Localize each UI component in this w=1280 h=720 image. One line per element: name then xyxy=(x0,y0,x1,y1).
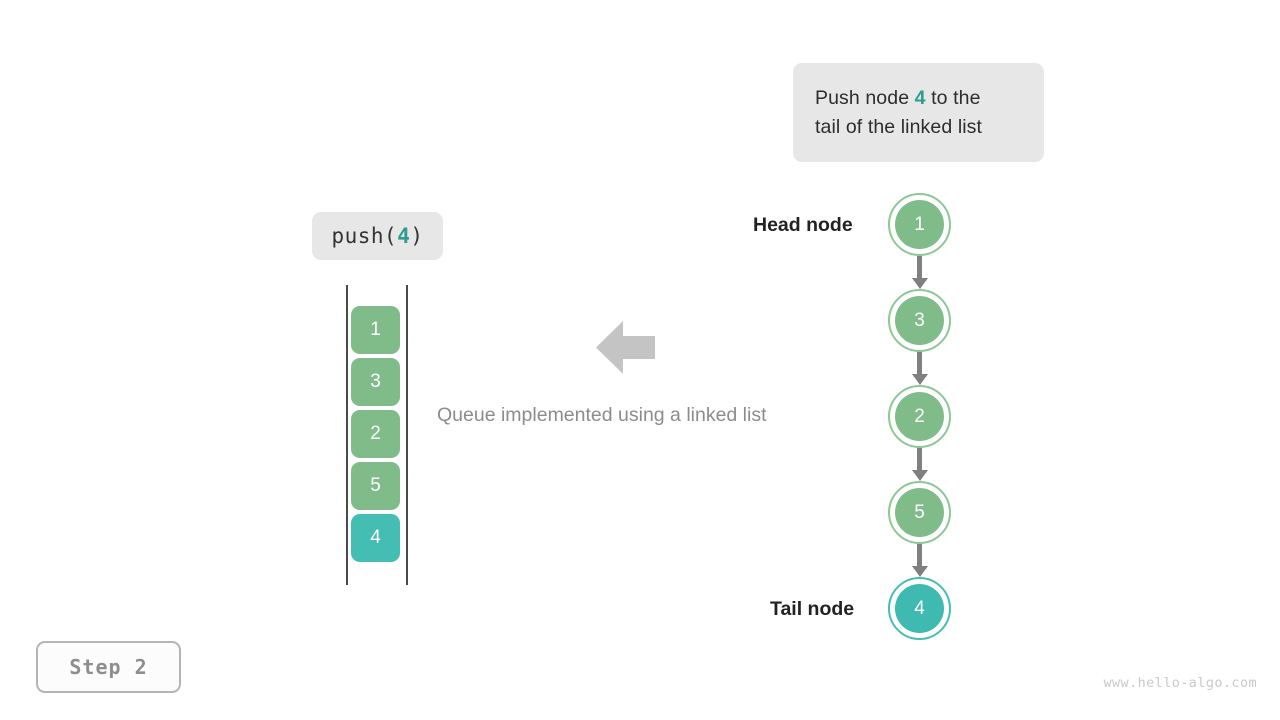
queue-cell-value: 3 xyxy=(370,371,381,392)
queue-cell-value: 5 xyxy=(370,475,381,496)
node-ring xyxy=(888,385,951,448)
node-link-arrowhead xyxy=(911,278,928,289)
operation-label: push(4) xyxy=(312,212,443,260)
node-disc xyxy=(895,296,944,345)
node-disc xyxy=(895,392,944,441)
node-ring xyxy=(888,193,951,256)
queue-cell-value: 1 xyxy=(370,319,381,340)
queue-cell: 5 xyxy=(351,462,400,510)
step-badge-text: Step 2 xyxy=(69,655,148,679)
operation-suffix: ) xyxy=(410,224,424,248)
queue-rail-left xyxy=(346,285,348,585)
callout-text: Push node 4 to the tail of the linked li… xyxy=(815,84,982,142)
operation-text: push(4) xyxy=(331,224,423,248)
node-link-line xyxy=(917,544,922,566)
queue-stack: 1 3 2 5 4 xyxy=(351,306,400,566)
diagram-caption: Queue implemented using a linked list xyxy=(437,404,767,426)
node-ring xyxy=(888,481,951,544)
linked-list-node: 1 xyxy=(888,193,951,256)
node-value: 1 xyxy=(914,213,925,235)
node-link-line xyxy=(917,448,922,470)
head-node-label: Head node xyxy=(753,214,853,236)
node-value: 4 xyxy=(914,597,925,619)
node-link-arrowhead xyxy=(911,566,928,577)
callout-value: 4 xyxy=(914,86,926,109)
queue-cell-highlighted: 4 xyxy=(351,514,400,562)
node-link-arrowhead xyxy=(911,374,928,385)
node-value: 2 xyxy=(914,405,925,427)
callout-line1-before: Push node xyxy=(815,86,915,109)
queue-cell: 1 xyxy=(351,306,400,354)
node-link-line xyxy=(917,352,922,374)
queue-rail-right xyxy=(406,285,408,585)
node-value: 5 xyxy=(914,501,925,523)
linked-list-node: 5 xyxy=(888,481,951,544)
watermark: www.hello-algo.com xyxy=(1103,675,1257,691)
step-badge: Step 2 xyxy=(36,641,181,693)
node-ring xyxy=(888,289,951,352)
tail-node-label: Tail node xyxy=(770,598,855,620)
callout-box: Push node 4 to the tail of the linked li… xyxy=(793,63,1044,162)
node-value: 3 xyxy=(914,309,925,331)
linked-list-node: 2 xyxy=(888,385,951,448)
queue-cell-value: 4 xyxy=(370,527,381,548)
node-disc xyxy=(895,200,944,249)
queue-cell: 2 xyxy=(351,410,400,458)
operation-value: 4 xyxy=(397,224,411,248)
callout-line2: tail of the linked list xyxy=(815,115,983,138)
linked-list-node-tail: 4 xyxy=(888,577,951,640)
node-link-arrowhead xyxy=(911,470,928,481)
node-disc xyxy=(895,584,944,633)
callout-line1-after: to the xyxy=(925,86,981,109)
node-disc xyxy=(895,488,944,537)
queue-cell: 3 xyxy=(351,358,400,406)
operation-prefix: push( xyxy=(331,224,398,248)
left-arrow-icon xyxy=(596,321,655,374)
node-link-line xyxy=(917,256,922,278)
linked-list-node: 3 xyxy=(888,289,951,352)
node-ring xyxy=(888,577,951,640)
queue-cell-value: 2 xyxy=(370,423,381,444)
